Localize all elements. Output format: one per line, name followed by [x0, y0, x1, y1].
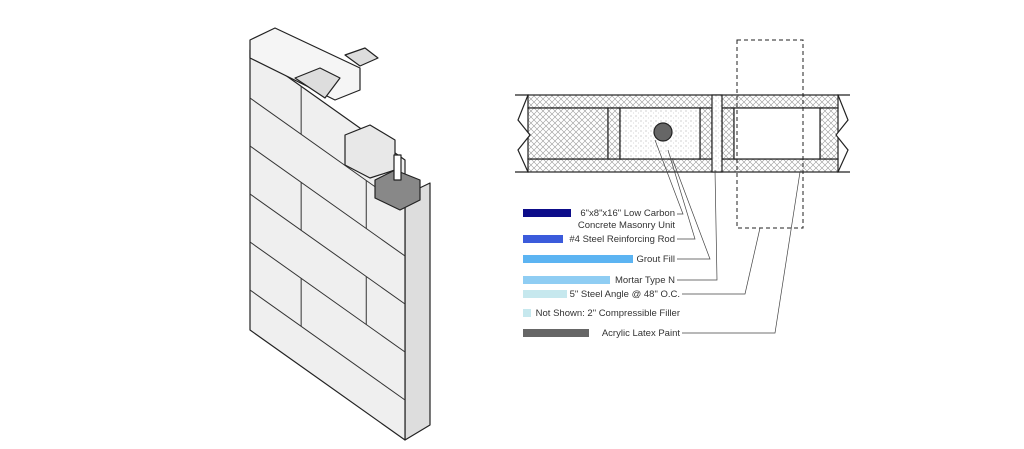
legend-swatch: [523, 276, 610, 284]
cmu-web: [721, 107, 735, 160]
legend-label: Not Shown: 2" Compressible Filler: [536, 308, 680, 319]
legend-label: Mortar Type N: [615, 275, 675, 286]
plan-section: [515, 39, 850, 229]
steel-angle-right: [344, 47, 379, 67]
leader-lines: [654, 139, 801, 334]
reinforcing-rod-section: [653, 122, 673, 142]
legend-swatch: [523, 290, 567, 298]
mortar-joint: [711, 94, 723, 173]
break-line-right: [835, 94, 850, 173]
cmu-web: [819, 107, 839, 160]
legend-label: 6"x8"x16" Low Carbon: [580, 208, 675, 219]
cmu-web: [527, 107, 609, 160]
steel-angle-outline: [736, 39, 804, 229]
legend-swatch: [523, 309, 531, 317]
block-courses: [249, 86, 406, 401]
legend-swatch: [523, 329, 589, 337]
cmu-outer-band-bottom: [527, 158, 839, 173]
course-line: [249, 289, 406, 401]
break-line-left: [515, 94, 531, 173]
course-line: [249, 241, 406, 353]
empty-cell: [733, 107, 821, 160]
steel-angle-top: [294, 67, 341, 99]
legend-label: 5" Steel Angle @ 48" O.C.: [570, 289, 680, 300]
cmu-web: [699, 107, 713, 160]
legend-label: Concrete Masonry Unit: [578, 220, 676, 231]
legend-swatch: [523, 255, 633, 263]
cmu-web: [607, 107, 621, 160]
course-line: [249, 193, 406, 305]
legend-label: Acrylic Latex Paint: [602, 328, 681, 339]
legend-label: #4 Steel Reinforcing Rod: [569, 234, 675, 245]
wall-side-face: [404, 182, 431, 441]
reinforcing-rod: [393, 154, 402, 181]
legend-label: Grout Fill: [636, 254, 675, 265]
legend-swatch: [523, 209, 571, 217]
isometric-wall: [249, 27, 431, 441]
course-line: [249, 145, 406, 257]
cmu-outer-band-top: [527, 94, 839, 109]
wall-front-face: [249, 49, 406, 441]
legend-swatch: [523, 235, 563, 243]
